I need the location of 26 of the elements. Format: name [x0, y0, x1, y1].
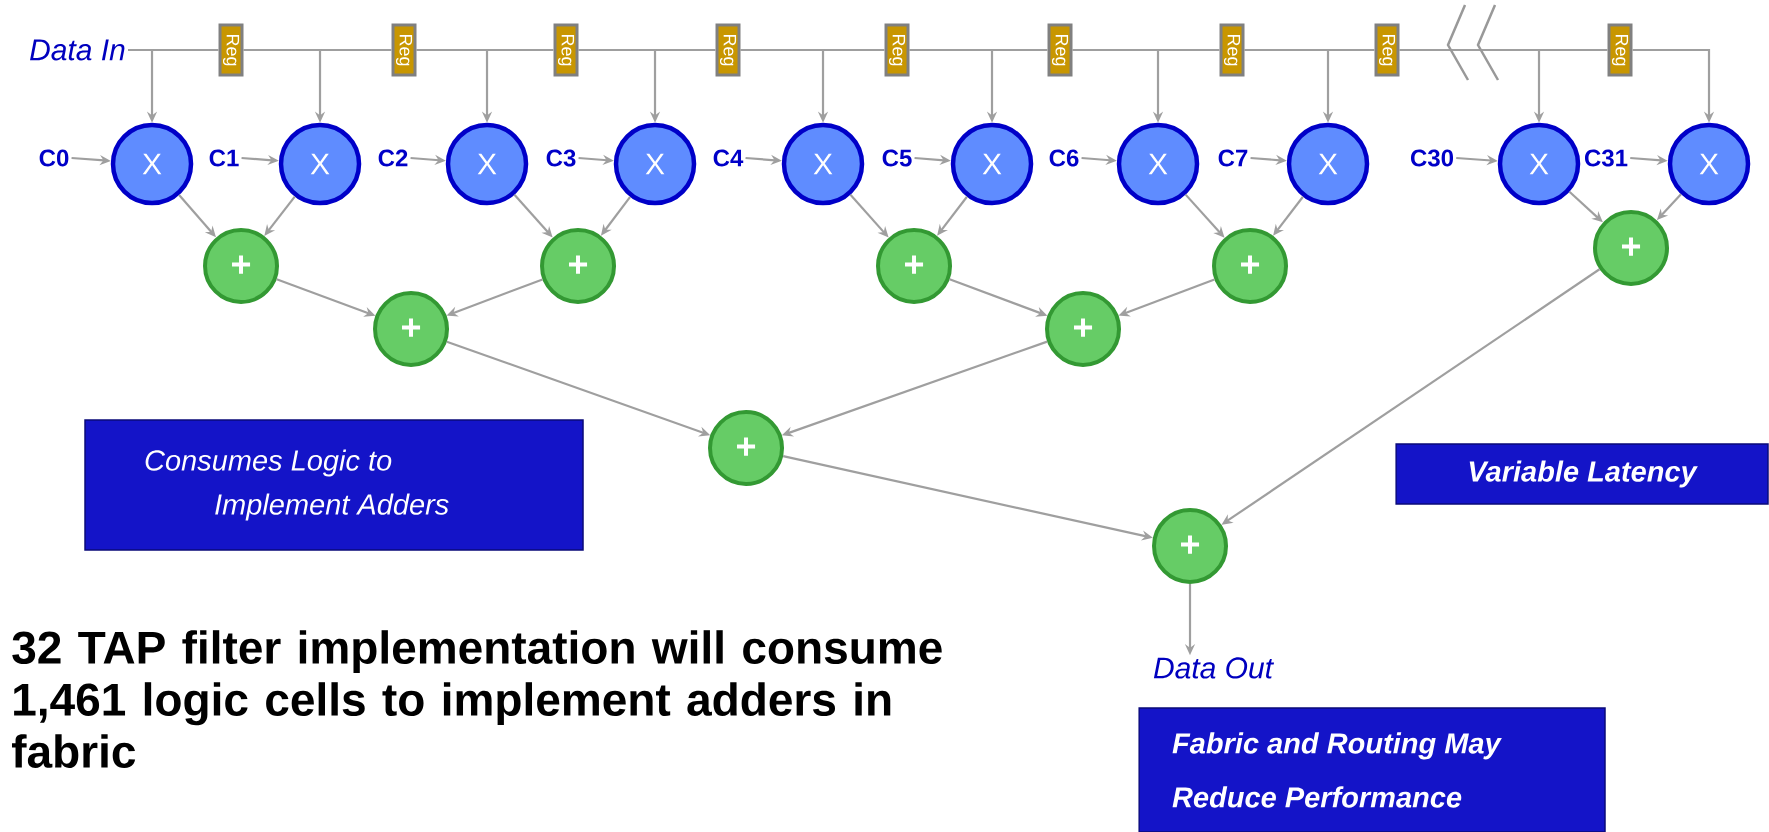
coefficient-label: C30 — [1411, 149, 1454, 167]
coefficient-label: C2 — [378, 149, 408, 167]
coefficient-label: C1 — [209, 149, 239, 167]
input-label: Data In — [30, 39, 125, 61]
register-box: Reg — [218, 23, 244, 77]
callout-box: Fabric and Routing May Reduce Performance — [1138, 707, 1606, 832]
coefficient-label: C31 — [1585, 149, 1628, 167]
coefficient-label: C3 — [546, 149, 576, 167]
register-box: Reg — [715, 23, 741, 77]
register-box: Reg — [1219, 23, 1245, 77]
coefficient-label: C7 — [1218, 149, 1248, 167]
output-label: Data Out — [1153, 657, 1275, 679]
callout-box: Variable Latency — [1395, 443, 1769, 505]
callout-box: Consumes Logic to Implement Adders — [84, 419, 584, 551]
register-box: Reg — [553, 23, 579, 77]
note-text: 32 TAP filter implementation will consume 1,461 logic cells to implement adders in fabric — [12, 630, 942, 768]
register-box: Reg — [1047, 23, 1073, 77]
coefficient-label: C5 — [882, 149, 912, 167]
arrow — [264, 195, 296, 236]
coefficient-label: C6 — [1049, 149, 1079, 167]
register-box: Reg — [884, 23, 910, 77]
register-box: Reg — [1607, 23, 1633, 77]
coefficient-label: C0 — [39, 149, 69, 167]
register-box: Reg — [391, 23, 417, 77]
coefficient-label: C4 — [713, 149, 744, 167]
register-box: Reg — [1374, 23, 1400, 77]
